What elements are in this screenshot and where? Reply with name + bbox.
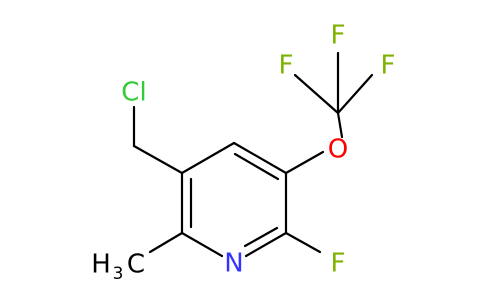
fluorine-cf3-left-label: F xyxy=(279,51,294,81)
atom-labels: Cl O N F F F F H 3 C xyxy=(91,21,395,285)
nitrogen-label: N xyxy=(224,249,243,279)
fluorine-cf3-top-label: F xyxy=(331,21,346,51)
bond-c5-o xyxy=(284,150,325,175)
bond-c6-n-inner xyxy=(243,226,279,248)
oxygen-label: O xyxy=(328,135,348,165)
fluorine-ring-label: F xyxy=(331,249,346,279)
bond-c4-c5-inner xyxy=(233,152,280,181)
bond-c3-ch2 xyxy=(132,144,184,175)
methyl-subscript-label: 3 xyxy=(113,264,124,284)
bonds xyxy=(132,51,374,258)
bond-c3-c4 xyxy=(180,141,236,175)
bond-cf3-f-left xyxy=(293,73,340,115)
bond-c2-methyl xyxy=(148,231,184,254)
methyl-c-label: C xyxy=(127,250,145,280)
bond-o-cf3 xyxy=(336,111,344,139)
bond-n-c2 xyxy=(180,231,224,258)
chlorine-label: Cl xyxy=(121,78,146,108)
fluorine-cf3-right-label: F xyxy=(381,51,396,81)
bond-cf3-f-right xyxy=(336,73,374,115)
bond-c6-f xyxy=(284,231,322,254)
bond-c4-c5 xyxy=(232,141,288,175)
methyl-h-label: H xyxy=(91,250,111,280)
bond-c6-n xyxy=(244,231,288,258)
